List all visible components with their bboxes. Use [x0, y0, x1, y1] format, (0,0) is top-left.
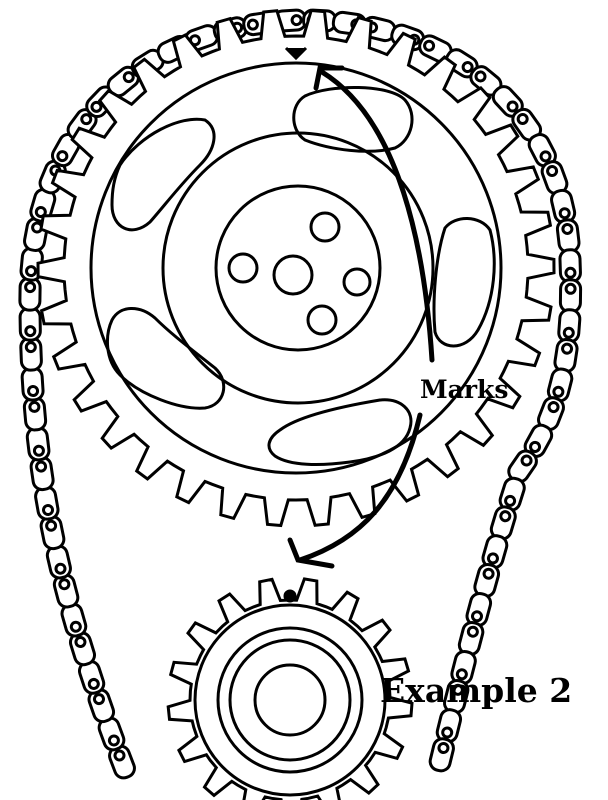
crank-timing-dot — [283, 589, 297, 603]
cam-slot — [292, 85, 414, 153]
example-label: Example 2 — [380, 671, 572, 710]
chain-link — [507, 449, 538, 484]
chain-link — [491, 85, 524, 118]
chain-link — [52, 573, 80, 609]
lower-arrow-line — [297, 412, 423, 563]
chain-link — [87, 688, 116, 724]
chain-link — [18, 276, 42, 312]
crank-ring-inner — [228, 638, 352, 762]
cam-bolt-hole — [227, 252, 259, 284]
cam-slot — [110, 117, 216, 232]
chain-link — [18, 306, 42, 342]
chain-link — [558, 248, 582, 284]
cam-bolt-hole — [309, 211, 341, 243]
cam-slot — [106, 307, 226, 410]
upper-arrow-head — [313, 65, 345, 91]
crank-sprocket-icon — [166, 577, 414, 800]
chain-link — [555, 218, 581, 254]
chain-link — [498, 476, 526, 512]
chain-link — [20, 366, 45, 402]
cam-slot — [267, 398, 413, 466]
marks-arrows — [287, 65, 435, 569]
chain-link — [443, 679, 470, 715]
chain-link — [97, 716, 126, 752]
chain-link — [546, 367, 574, 403]
marks-label: Marks — [420, 375, 508, 404]
cam-bolt-hole — [342, 267, 372, 297]
chain-link — [523, 423, 554, 458]
chain-link — [558, 278, 583, 314]
chain-link — [45, 544, 72, 580]
chain-link — [25, 426, 51, 462]
crank-sprocket-body — [193, 603, 387, 797]
chain-link — [473, 562, 501, 599]
chain-link — [418, 34, 453, 64]
crank-bore — [253, 663, 327, 737]
cam-slot — [432, 217, 496, 348]
chain-link — [34, 485, 60, 521]
cam-center-hole — [272, 254, 314, 296]
chain-link — [553, 338, 579, 374]
cam-sprocket-rim — [89, 61, 503, 475]
upper-arrow-line — [319, 69, 435, 363]
chain-link — [481, 534, 509, 570]
chain-link — [450, 649, 477, 686]
chain-link — [550, 188, 577, 224]
chain-link — [29, 455, 55, 492]
cam-sprocket-boss — [214, 184, 382, 352]
crank-ring-outer — [216, 626, 364, 774]
chain-link — [22, 396, 48, 432]
chain-link — [19, 336, 43, 372]
chain-link — [557, 308, 582, 344]
cam-timing-notch — [284, 46, 308, 61]
chain-link — [428, 737, 455, 773]
lower-arrow-head — [287, 537, 335, 569]
cam-sprocket-icon — [36, 8, 556, 528]
chain-link — [540, 160, 569, 196]
cam-sprocket-teeth — [36, 8, 556, 528]
cam-bolt-hole — [306, 304, 338, 336]
chain-link — [511, 107, 543, 142]
crank-sprocket-teeth — [166, 577, 414, 800]
chain-link — [39, 515, 66, 551]
